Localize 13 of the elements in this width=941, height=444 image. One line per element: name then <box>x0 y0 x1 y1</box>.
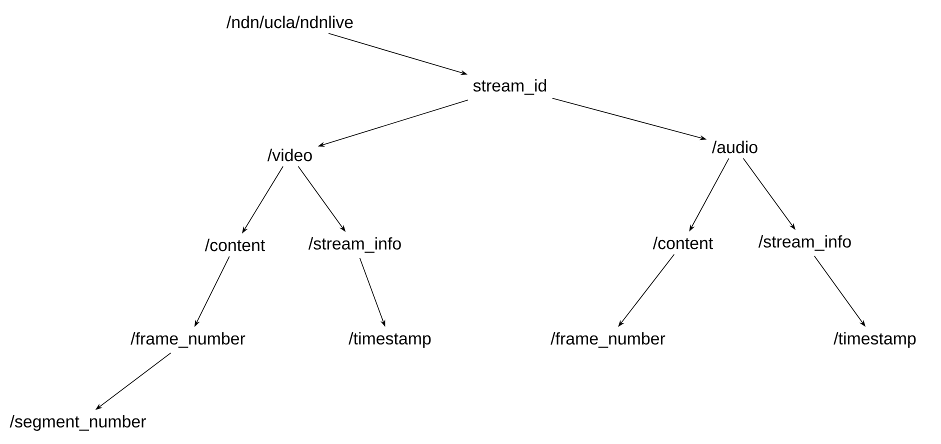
node-label: /timestamp <box>348 332 431 348</box>
node-label: /content <box>652 236 713 250</box>
node-label: /video <box>267 148 312 162</box>
node-label: /ndn/ucla/ndnlive <box>226 16 353 28</box>
node-label: /timestamp <box>834 332 916 348</box>
node-label: /frame_number <box>550 332 666 348</box>
node-label: /segment_number <box>10 415 146 431</box>
node-label: /audio <box>712 140 758 154</box>
node-label: /stream_info <box>758 235 851 251</box>
node-label: /frame_number <box>130 332 246 348</box>
node-label: stream_id <box>473 79 546 95</box>
node-label: /stream_info <box>308 237 401 253</box>
node-label: /content <box>204 238 265 252</box>
